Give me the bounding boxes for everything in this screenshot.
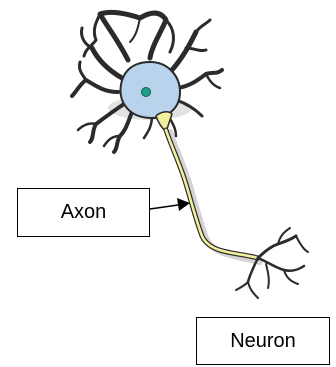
dendrite: [114, 112, 132, 152]
axon-arrow: [150, 198, 190, 211]
dendrite: [92, 48, 122, 78]
axon: [166, 130, 258, 258]
dendrite: [72, 80, 118, 96]
dendrite: [130, 18, 140, 42]
axon-terminal: [296, 236, 308, 252]
dendrite: [172, 32, 196, 70]
axon-terminal: [258, 236, 296, 258]
axon-terminal: [248, 282, 258, 298]
axon-shadow: [170, 132, 260, 262]
axon-terminals: [236, 228, 308, 298]
axon-arrowhead: [177, 198, 190, 211]
axon-terminal: [284, 270, 298, 284]
neuron-label: Neuron: [196, 317, 330, 365]
axon-arrow-line: [150, 205, 178, 209]
dendrite: [206, 74, 220, 88]
dendrite: [196, 20, 210, 32]
dendrite: [100, 12, 166, 60]
axon-terminal: [266, 264, 269, 288]
axon-outline: [166, 130, 258, 258]
dendrite: [166, 20, 173, 52]
axon-label: Axon: [17, 188, 150, 237]
nucleus: [142, 88, 151, 97]
dendrite: [79, 62, 86, 80]
axon-terminal: [236, 282, 248, 290]
axon-terminal: [258, 258, 304, 271]
